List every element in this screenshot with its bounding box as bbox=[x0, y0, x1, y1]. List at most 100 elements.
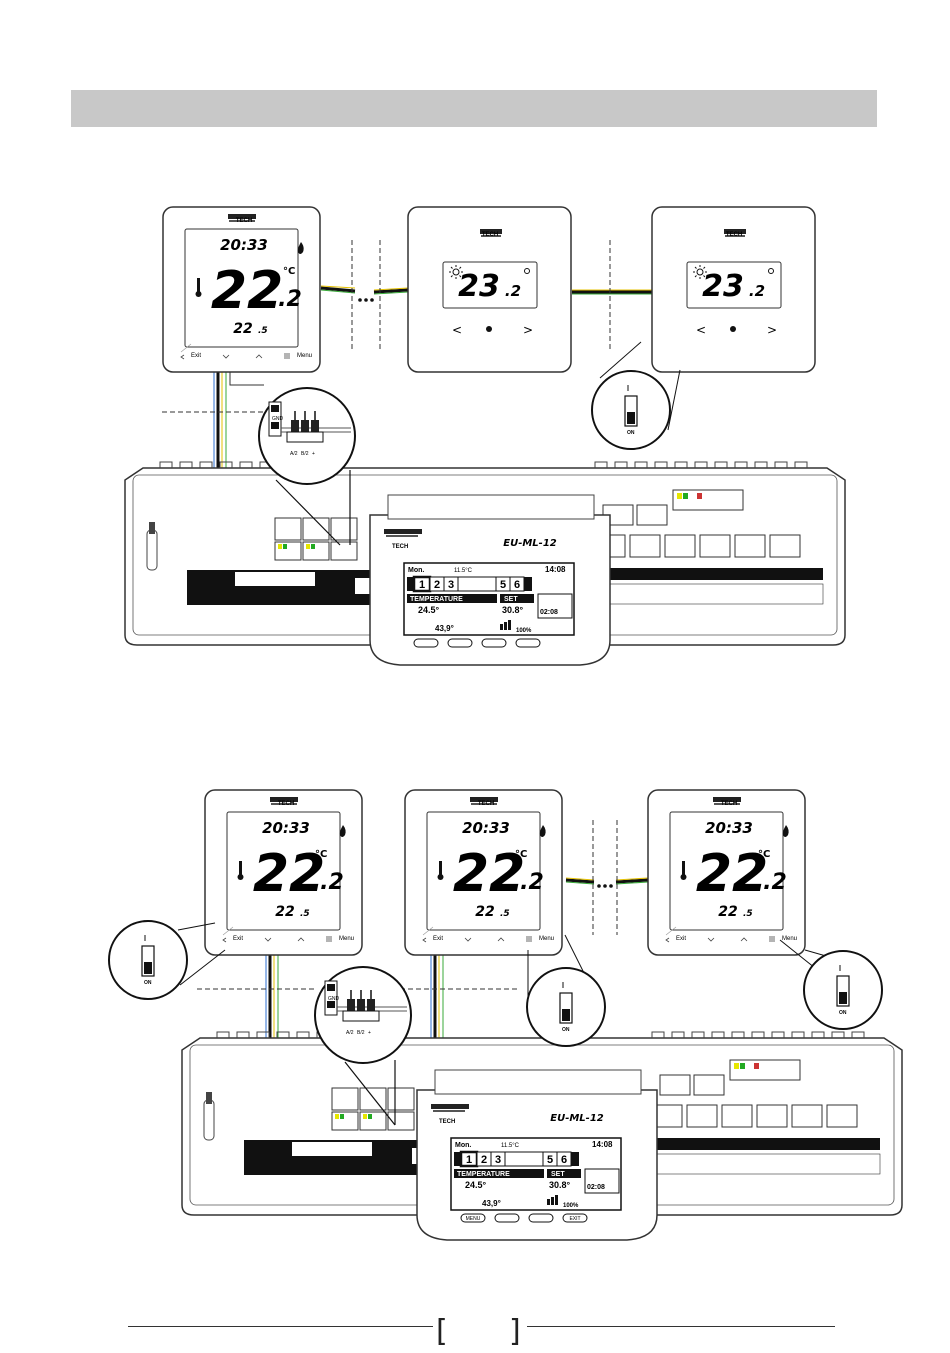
thermostat-temp-dec: .2 bbox=[320, 870, 344, 895]
terminal-a-label: A/2 bbox=[290, 451, 298, 457]
ellipsis-bottom bbox=[597, 884, 613, 888]
thermostat-temp-main: 22 bbox=[696, 844, 768, 904]
top-dip-callout: ON bbox=[627, 430, 635, 436]
controller-day: Mon. bbox=[408, 567, 424, 574]
zone-5: 5 bbox=[547, 1154, 553, 1166]
thermostat-unit: °C bbox=[283, 266, 295, 277]
thermostat-unit: °C bbox=[758, 849, 770, 860]
zone-3: 3 bbox=[448, 579, 454, 591]
thermostat-menu-label: Menu bbox=[339, 936, 354, 942]
thermostat-menu-label: Menu bbox=[782, 936, 797, 942]
thermostat-time: 20:33 bbox=[262, 819, 310, 837]
sensor-temp-main: 23 bbox=[702, 269, 744, 304]
thermostat-unit: °C bbox=[315, 849, 327, 860]
thermostat-exit-label: Exit bbox=[433, 936, 443, 942]
thermostat-brand: TECH bbox=[478, 801, 494, 807]
footer-bracket-right: ] bbox=[509, 1314, 521, 1349]
set-label: SET bbox=[551, 1171, 565, 1178]
thermostat-set-main: 22 bbox=[475, 904, 494, 920]
thermostat-brand: TECH bbox=[721, 801, 737, 807]
top-sensor-1: TECH 23 .2 < > bbox=[452, 232, 533, 337]
thermostat-menu-label: Menu bbox=[297, 353, 312, 359]
top-thermostat: TECH 20:33 22 .2 °C 22 .5 Exit Menu bbox=[191, 218, 312, 359]
thermostat-set-dec: .5 bbox=[300, 909, 310, 919]
footer-line-right bbox=[527, 1326, 835, 1327]
zone-1: 1 bbox=[466, 1154, 472, 1166]
terminal-b-label: B/2 bbox=[301, 451, 309, 457]
set-label: SET bbox=[504, 596, 518, 603]
bottom-dip-callouts: ON ON ON bbox=[144, 980, 847, 1033]
thermostat-exit-label: Exit bbox=[676, 936, 686, 942]
zone-2: 2 bbox=[481, 1154, 487, 1166]
dip-on-label: ON bbox=[562, 1027, 570, 1033]
thermostat-temp-main: 22 bbox=[253, 844, 325, 904]
thermostat-time: 20:33 bbox=[220, 236, 268, 254]
thermostat-set-main: 22 bbox=[718, 904, 737, 920]
zone-6: 6 bbox=[561, 1154, 567, 1166]
thermostat-set-main: 22 bbox=[233, 321, 252, 337]
floor-temp: 43,9° bbox=[435, 624, 454, 633]
terminal-gnd-label: GND bbox=[328, 996, 340, 1002]
controller-day: Mon. bbox=[455, 1142, 471, 1149]
sensor-nav-left: < bbox=[696, 323, 706, 337]
sensor-temp-main: 23 bbox=[458, 269, 500, 304]
controller-clock: 14:08 bbox=[592, 1140, 613, 1149]
controller-btn-exit: EXIT bbox=[569, 1216, 580, 1222]
bottom-thermostat-3: TECH 20:33 22 .2 °C 22 .5 Exit Menu bbox=[676, 801, 797, 942]
terminal-gnd-label: GND bbox=[272, 416, 284, 422]
top-controller: TECH EU-ML-12 Mon. 11.5°C 14:08 1 2 3 5 … bbox=[392, 538, 566, 634]
set-temp: 30.8° bbox=[502, 605, 524, 615]
controller-brand: TECH bbox=[392, 544, 408, 550]
zone-6: 6 bbox=[514, 579, 520, 591]
terminal-a-label: A/2 bbox=[346, 1030, 354, 1036]
temperature-label: TEMPERATURE bbox=[410, 596, 463, 603]
top-diagram bbox=[124, 206, 846, 667]
thermostat-temp-main: 22 bbox=[211, 261, 283, 321]
top-terminal-callout: GND A/2 B/2 + bbox=[272, 416, 315, 457]
thermostat-menu-label: Menu bbox=[539, 936, 554, 942]
thermostat-exit-label: Exit bbox=[191, 353, 201, 359]
thermostat-exit-label: Exit bbox=[233, 936, 243, 942]
terminal-b-label: B/2 bbox=[357, 1030, 365, 1036]
bottom-thermostat-1: TECH 20:33 22 .2 °C 22 .5 Exit Menu bbox=[233, 801, 354, 942]
top-sensor-2: TECH 23 .2 < > bbox=[696, 232, 777, 337]
thermostat-time: 20:33 bbox=[705, 819, 753, 837]
bottom-thermostat-2: TECH 20:33 22 .2 °C 22 .5 Exit Menu bbox=[433, 801, 554, 942]
thermostat-brand: TECH bbox=[236, 218, 252, 224]
thermostat-set-dec: .5 bbox=[258, 326, 268, 336]
bottom-controller: TECH EU-ML-12 Mon. 11.5°C 14:08 1 2 3 5 … bbox=[439, 1113, 613, 1222]
sensor-nav-right: > bbox=[767, 323, 777, 337]
percent: 100% bbox=[563, 1203, 579, 1209]
bottom-diagram bbox=[108, 789, 903, 1242]
controller-outdoor: 11.5°C bbox=[454, 568, 473, 574]
sensor-temp-dec: .2 bbox=[505, 282, 521, 300]
zone-1: 1 bbox=[419, 579, 425, 591]
footer-line-left bbox=[128, 1326, 433, 1327]
controller-btn-menu: MENU bbox=[466, 1216, 481, 1222]
current-temp: 24.5° bbox=[418, 605, 440, 615]
thermostat-time: 20:33 bbox=[462, 819, 510, 837]
zone-2: 2 bbox=[434, 579, 440, 591]
dip-on-label: ON bbox=[627, 430, 635, 436]
terminal-plus-label: + bbox=[368, 1030, 371, 1036]
footer-bracket-left: [ bbox=[436, 1314, 448, 1349]
thermostat-brand: TECH bbox=[278, 801, 294, 807]
dip-on-label: ON bbox=[144, 980, 152, 986]
ellipsis-top bbox=[358, 298, 374, 302]
thermostat-set-dec: .5 bbox=[500, 909, 510, 919]
sensor-brand: TECH bbox=[482, 232, 498, 238]
controller-model: EU-ML-12 bbox=[550, 1113, 604, 1124]
sensor-nav-left: < bbox=[452, 323, 462, 337]
zone-5: 5 bbox=[500, 579, 506, 591]
controller-outdoor: 11.5°C bbox=[501, 1143, 520, 1149]
thermostat-set-main: 22 bbox=[275, 904, 294, 920]
floor-temp: 43,9° bbox=[482, 1199, 501, 1208]
controller-brand: TECH bbox=[439, 1119, 455, 1125]
zone-3: 3 bbox=[495, 1154, 501, 1166]
thermostat-temp-dec: .2 bbox=[763, 870, 787, 895]
sensor-brand: TECH bbox=[726, 232, 742, 238]
timer: 02:08 bbox=[540, 609, 558, 616]
bottom-terminal-callout: GND A/2 B/2 + bbox=[328, 996, 371, 1036]
sensor-temp-dec: .2 bbox=[749, 282, 765, 300]
